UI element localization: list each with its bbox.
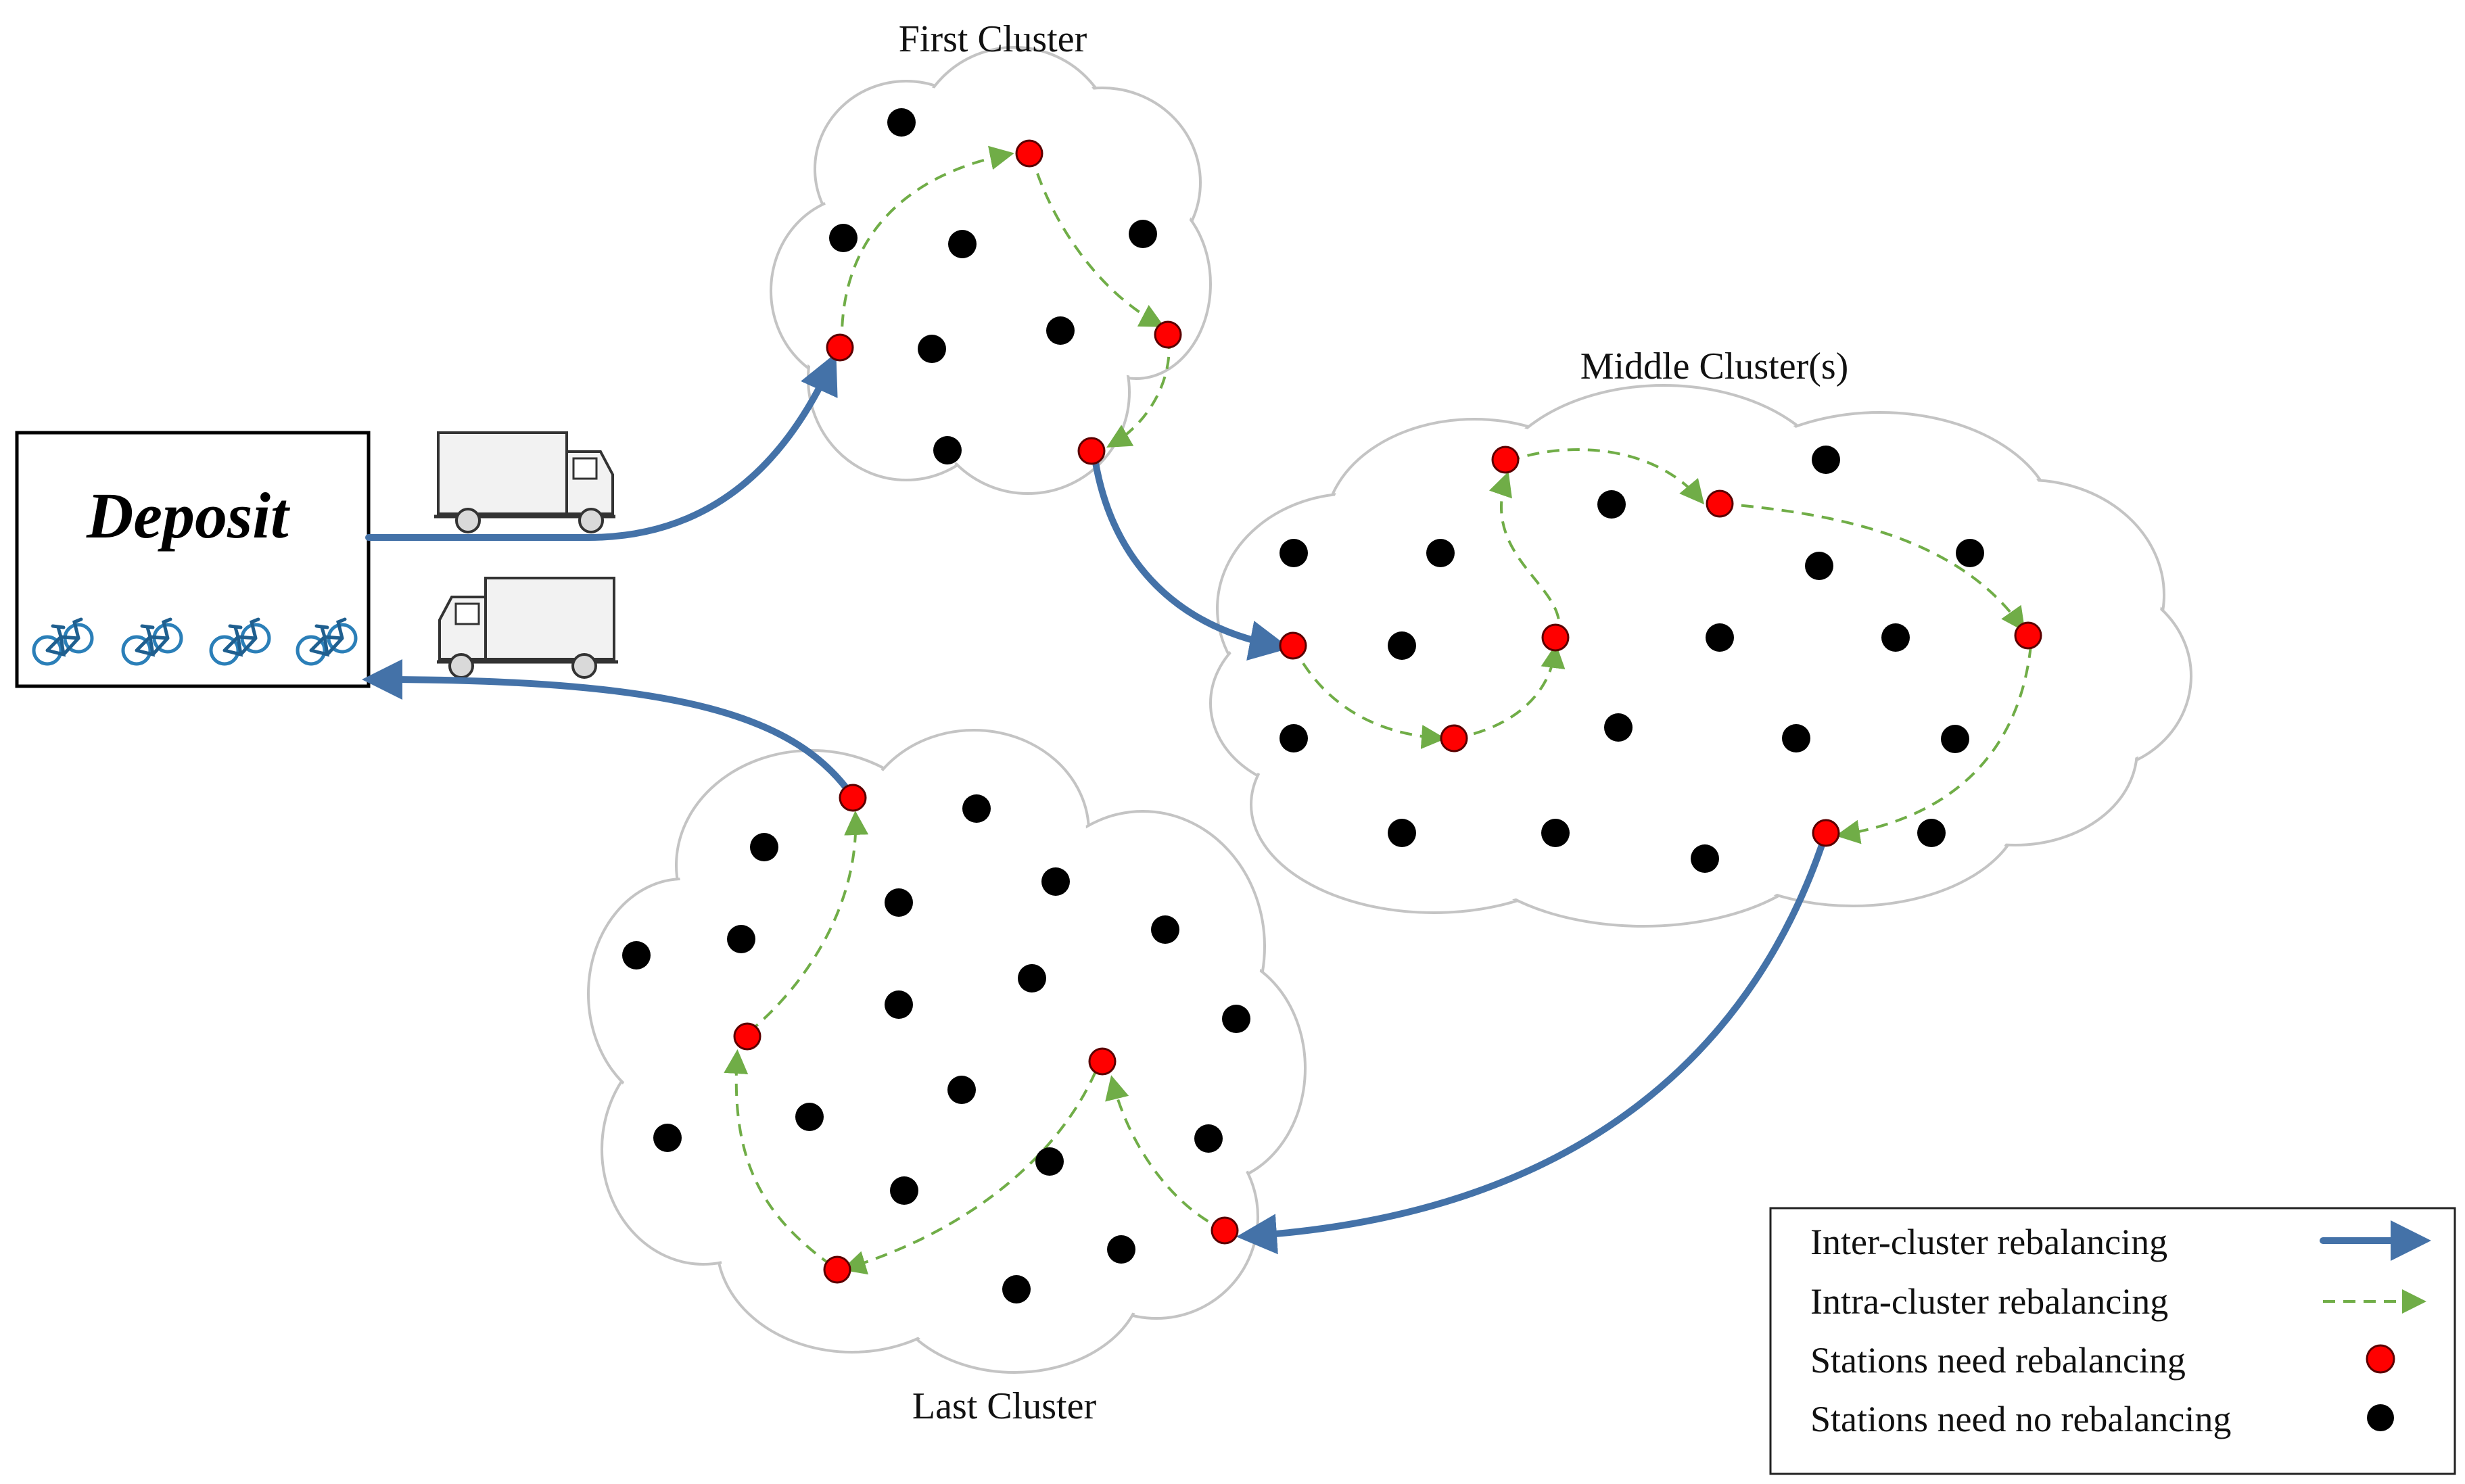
station-no-rebalancing: [750, 833, 778, 861]
station-no-rebalancing: [1388, 819, 1416, 847]
truck-icon: [437, 578, 618, 677]
station-need-rebalancing: [1279, 631, 1307, 660]
station-need-rebalancing: [1088, 1047, 1117, 1076]
last-cluster-title: Last Cluster: [912, 1385, 1097, 1427]
deposit-title: Deposit: [86, 479, 291, 552]
station-need-rebalancing: [733, 1022, 761, 1051]
intra-cluster-arrows: [724, 145, 2032, 1275]
legend-red-dot-icon: [2366, 1344, 2395, 1374]
station-no-rebalancing: [727, 925, 755, 953]
station-need-rebalancing: [1812, 819, 1840, 847]
station-no-rebalancing: [1002, 1275, 1031, 1303]
legend-label-inter: Inter-cluster rebalancing: [1810, 1222, 2167, 1262]
station-no-rebalancing: [890, 1176, 918, 1205]
station-need-rebalancing: [823, 1255, 851, 1284]
legend-label-need: Stations need rebalancing: [1810, 1340, 2186, 1381]
station-no-rebalancing: [1280, 724, 1308, 752]
station-no-rebalancing: [1881, 623, 1910, 652]
station-no-rebalancing: [918, 335, 946, 363]
station-no-rebalancing: [885, 888, 913, 917]
station-no-rebalancing: [1222, 1005, 1250, 1033]
station-no-rebalancing: [1706, 623, 1734, 652]
station-no-rebalancing: [1280, 539, 1308, 567]
station-no-rebalancing: [887, 108, 916, 137]
station-no-rebalancing: [1941, 725, 1969, 753]
station-no-rebalancing: [653, 1124, 682, 1152]
station-need-rebalancing: [1154, 320, 1182, 349]
station-no-rebalancing: [1194, 1124, 1223, 1153]
truck-icon: [434, 433, 615, 532]
station-need-rebalancing: [1541, 623, 1570, 652]
station-no-rebalancing: [948, 230, 977, 258]
station-need-rebalancing: [1491, 446, 1520, 474]
station-no-rebalancing: [829, 224, 858, 252]
middle-cluster-cloud: [1209, 384, 2192, 928]
station-need-rebalancing: [1706, 489, 1734, 518]
legend-black-dot-icon: [2367, 1404, 2394, 1431]
inter-cluster-arrows: [362, 352, 1829, 1255]
station-no-rebalancing: [1041, 867, 1070, 896]
station-no-rebalancing: [1151, 915, 1179, 944]
station-no-rebalancing: [1604, 713, 1633, 742]
legend-label-intra: Intra-cluster rebalancing: [1810, 1281, 2168, 1322]
stations-layer: [622, 108, 2042, 1303]
legend: Inter-cluster rebalancing Intra-cluster …: [1769, 1207, 2456, 1475]
station-no-rebalancing: [1426, 539, 1455, 567]
middle-cluster-title: Middle Cluster(s): [1580, 345, 1849, 387]
station-no-rebalancing: [1782, 724, 1810, 752]
station-no-rebalancing: [1035, 1147, 1064, 1176]
station-no-rebalancing: [1129, 220, 1157, 248]
station-need-rebalancing: [1015, 139, 1043, 168]
station-need-rebalancing: [1211, 1216, 1239, 1245]
legend-label-no: Stations need no rebalancing: [1810, 1399, 2231, 1439]
station-need-rebalancing: [1077, 437, 1106, 465]
station-no-rebalancing: [1597, 490, 1626, 519]
station-no-rebalancing: [1805, 552, 1833, 580]
station-no-rebalancing: [947, 1076, 976, 1104]
station-no-rebalancing: [1107, 1235, 1135, 1264]
station-no-rebalancing: [885, 990, 913, 1019]
station-need-rebalancing: [839, 784, 867, 812]
station-no-rebalancing: [622, 941, 651, 970]
station-need-rebalancing: [1440, 724, 1468, 752]
station-need-rebalancing: [2014, 621, 2042, 650]
station-no-rebalancing: [1691, 844, 1719, 873]
station-no-rebalancing: [1018, 964, 1046, 992]
deposit-box: Deposit: [15, 431, 371, 688]
station-no-rebalancing: [1812, 446, 1840, 474]
station-no-rebalancing: [1541, 819, 1570, 847]
first-cluster-cloud: [770, 46, 1212, 495]
station-no-rebalancing: [1956, 539, 1984, 567]
station-no-rebalancing: [933, 436, 962, 464]
station-no-rebalancing: [795, 1103, 824, 1131]
station-no-rebalancing: [1046, 316, 1075, 345]
station-need-rebalancing: [826, 333, 854, 362]
first-cluster-title: First Cluster: [899, 18, 1087, 60]
station-no-rebalancing: [1388, 631, 1416, 660]
station-no-rebalancing: [1917, 819, 1946, 847]
station-no-rebalancing: [962, 794, 991, 823]
last-cluster-cloud: [587, 729, 1307, 1374]
